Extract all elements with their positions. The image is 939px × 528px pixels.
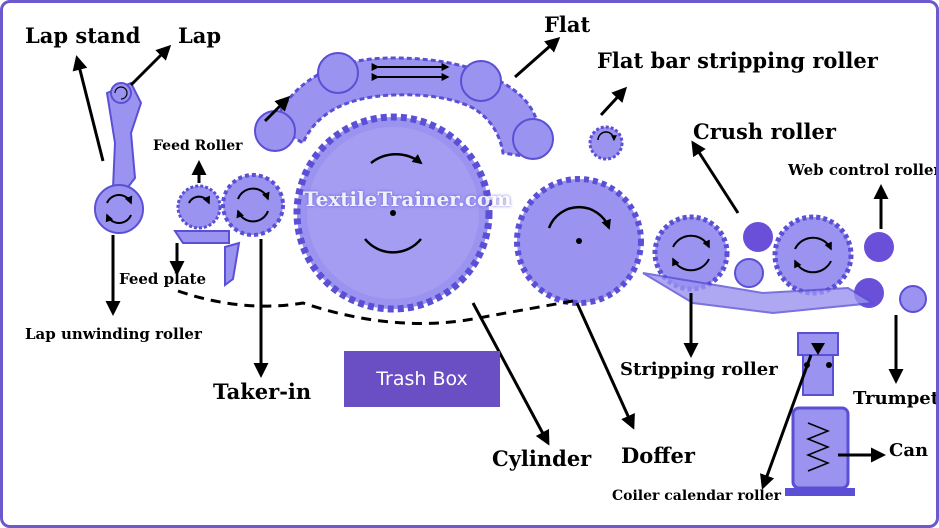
label-feed-plate: Feed plate [119, 270, 207, 288]
label-can: Can [889, 440, 929, 461]
trash-box-boundary [177, 289, 574, 325]
can [785, 332, 855, 496]
label-web-control-roller: Web control roller [788, 161, 939, 179]
label-coiler-calendar-roller: Coiler calendar roller [612, 488, 782, 504]
label-stripping-roller: Stripping roller [620, 359, 778, 380]
diagram-canvas [72, 37, 927, 496]
trash-box: Trash Box [344, 351, 500, 407]
callout-arrows [72, 37, 904, 490]
flat-bar-stripping-roller [588, 125, 624, 161]
label-lap-unwinding-roller: Lap unwinding roller [25, 325, 202, 343]
label-flat-bar-stripping-roller: Flat bar stripping roller [597, 48, 878, 73]
label-lap-stand: Lap stand [25, 23, 141, 48]
label-doffer: Doffer [621, 443, 695, 468]
feed-roller [176, 184, 222, 230]
lap-stand [105, 81, 143, 193]
doffer [514, 176, 644, 306]
label-flat: Flat [544, 12, 591, 37]
flat [254, 52, 554, 160]
lap [110, 82, 132, 104]
label-cylinder: Cylinder [492, 446, 592, 471]
cylinder [293, 113, 493, 313]
lap-unwinding-roller [94, 184, 144, 234]
crush-roller [743, 214, 854, 296]
label-taker-in: Taker-in [213, 379, 312, 404]
taker-in [221, 173, 285, 237]
label-feed-roller: Feed Roller [153, 138, 243, 154]
label-crush-roller: Crush roller [693, 119, 836, 144]
label-trumpet: Trumpet [853, 388, 939, 409]
feed-plate [173, 230, 241, 287]
watermark: TextileTrainer.com [303, 187, 512, 211]
label-lap: Lap [178, 23, 222, 48]
